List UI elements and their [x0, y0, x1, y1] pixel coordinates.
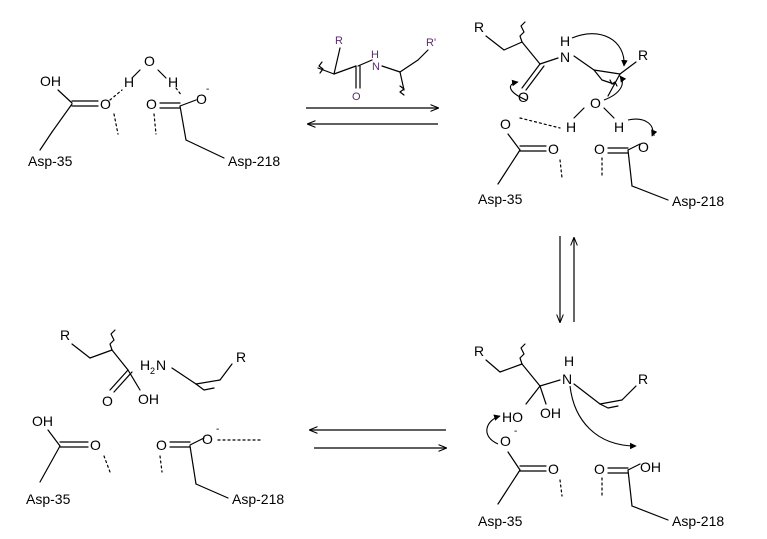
asp218-O-right: O	[196, 91, 207, 107]
p4-amine-H: H	[140, 357, 150, 373]
substrate-amide-N: N	[372, 61, 380, 73]
p4-asp35-OH: OH	[32, 413, 53, 429]
p3-asp218-O-left: O	[594, 461, 605, 477]
p4-asp218-label: Asp-218	[232, 491, 284, 507]
p3-asp35-O-right: O	[548, 461, 559, 477]
panel-tetrahedral-intermediate: R HO OH H N R O - O Asp-35 O	[474, 343, 724, 529]
p3-amine-N: N	[562, 371, 572, 387]
water-O: O	[144, 53, 155, 69]
p3-asp218-OH: OH	[640, 459, 661, 475]
p2-asp35-label: Asp-35	[478, 191, 523, 207]
asp218-label: Asp-218	[228, 153, 280, 169]
asp35-label: Asp-35	[28, 153, 73, 169]
p3-asp35-charge: -	[514, 426, 517, 437]
p2-R-right: R	[638, 47, 648, 63]
p4-R-right: R	[236, 349, 246, 365]
p4-asp35-label: Asp-35	[26, 491, 71, 507]
equilibrium-arrows-bottom	[310, 430, 446, 448]
p3-R-right: R	[638, 371, 648, 387]
p3-asp218-label: Asp-218	[672, 513, 724, 529]
p3-amine-H: H	[564, 353, 574, 369]
p3-HO-left: HO	[502, 409, 523, 425]
p2-asp35-O-right: O	[548, 141, 559, 157]
substrate-amide-H: H	[371, 49, 379, 61]
asp35-OH: OH	[40, 73, 61, 89]
p2-water-H1: H	[566, 119, 576, 135]
p3-asp35-O-top: O	[500, 433, 511, 449]
p4-acid-O: O	[102, 393, 113, 409]
p2-asp218-charge: -	[652, 130, 655, 141]
p2-asp218-O-left: O	[594, 141, 605, 157]
p2-R-left: R	[474, 19, 484, 35]
p3-asp35-label: Asp-35	[478, 513, 523, 529]
p2-carbonyl-O: O	[518, 89, 529, 105]
p3-OH-right: OH	[540, 405, 561, 421]
substrate-R: R	[335, 35, 343, 47]
substrate-Rprime: R'	[426, 37, 436, 49]
asp218-charge: -	[206, 84, 209, 95]
p4-amine-N: N	[156, 357, 166, 373]
panel-resting-state: OH O Asp-35 H O H O O - Asp-218	[28, 53, 280, 169]
p2-water-H2: H	[614, 119, 624, 135]
p4-asp35-O: O	[90, 437, 101, 453]
p2-amide-N: N	[560, 49, 570, 65]
p2-asp35-O-top: O	[500, 116, 511, 132]
panel-products: R O OH H 2 N R OH O Asp-35 O O -	[26, 327, 284, 507]
equilibrium-arrows-top	[306, 108, 438, 124]
p4-asp218-charge: -	[216, 424, 219, 435]
asp218-O-left: O	[146, 96, 157, 112]
asp35-carbonyl-O: O	[100, 96, 111, 112]
p4-R-left: R	[60, 327, 70, 343]
p2-amide-H: H	[560, 33, 570, 49]
water-H1: H	[124, 74, 134, 90]
panel-nucleophilic-attack: R O H N R O H H O O Asp	[474, 19, 724, 209]
p2-water-O: O	[590, 95, 601, 111]
p3-R-left: R	[474, 343, 484, 359]
substrate-carbonyl-O: O	[352, 91, 361, 103]
equilibrium-arrows-right	[560, 236, 574, 322]
peptide-substrate: R O H N R'	[317, 35, 436, 103]
p4-asp218-O-right: O	[202, 431, 213, 447]
p4-acid-OH: OH	[138, 391, 159, 407]
p2-asp218-O-right: O	[638, 139, 649, 155]
p2-asp218-label: Asp-218	[672, 193, 724, 209]
water-H2: H	[168, 74, 178, 90]
p4-amine-sub2: 2	[150, 366, 155, 376]
p4-asp218-O-left: O	[156, 437, 167, 453]
